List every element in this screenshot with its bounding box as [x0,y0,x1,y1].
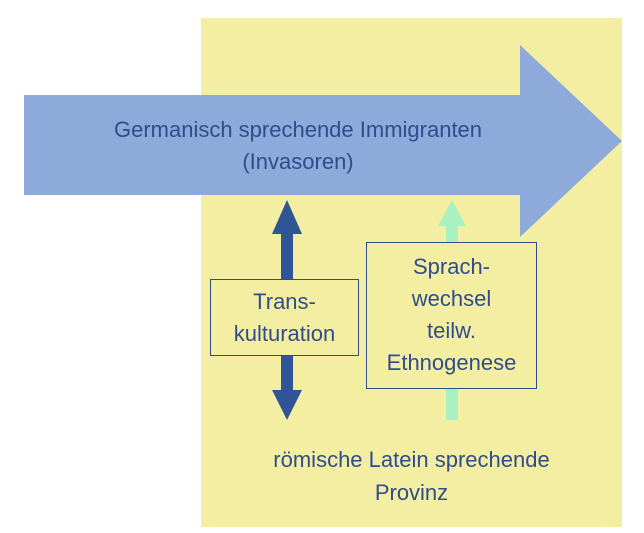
transculturation-line-2: kulturation [233,321,336,346]
language-shift-line-2: wechsel [411,286,492,311]
language-shift-line-3: teilw. [427,318,476,343]
migration-arrow [24,45,622,237]
migration-label-line-2: (Invasoren) [242,149,354,174]
language-shift-box: Sprach- wechsel teilw. Ethnogenese [366,242,537,389]
province-label: römische Latein sprechende Provinz [201,443,622,509]
province-label-line-1: römische Latein sprechende [273,447,550,472]
province-label-line-2: Provinz [374,480,449,505]
transculturation-box: Trans- kulturation [210,279,359,356]
language-shift-line-1: Sprach- [412,254,491,279]
transculturation-line-1: Trans- [253,289,316,314]
language-shift-line-4: Ethnogenese [386,350,517,375]
migration-label-line-1: Germanisch sprechende Immigranten [113,117,483,142]
migration-arrow-label: Germanisch sprechende Immigranten (Invas… [24,114,572,178]
